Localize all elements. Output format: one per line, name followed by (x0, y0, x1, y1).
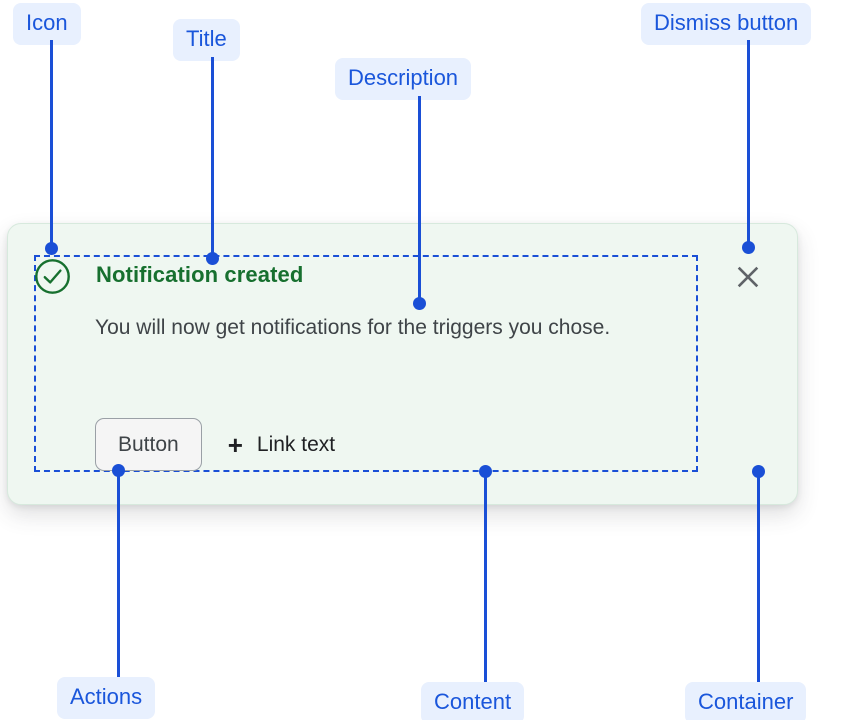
check-circle-icon (34, 258, 71, 295)
leader-line-dismiss (747, 40, 750, 247)
leader-dot-container (752, 465, 765, 478)
notification-primary-button[interactable]: Button (95, 418, 202, 471)
notification-link-label: Link text (256, 432, 336, 456)
dismiss-button[interactable] (731, 260, 765, 294)
notification-description: You will now get notifications for the t… (95, 316, 611, 339)
close-icon (737, 266, 759, 288)
plus-icon: + (227, 429, 243, 460)
leader-line-container (757, 471, 760, 682)
leader-dot-dismiss (742, 241, 755, 254)
leader-line-icon (50, 40, 53, 253)
notification-content-region (34, 255, 698, 472)
leader-line-title (211, 57, 214, 258)
leader-dot-description (413, 297, 426, 310)
notification-actions: Button + Link text (95, 418, 335, 471)
leader-dot-title (206, 252, 219, 265)
annotation-label-description: Description (335, 58, 472, 100)
annotation-label-title: Title (173, 19, 240, 61)
annotation-label-container: Container (685, 682, 807, 720)
annotation-label-actions: Actions (57, 677, 156, 719)
leader-dot-content (479, 465, 492, 478)
leader-dot-actions (112, 464, 125, 477)
annotation-label-icon: Icon (13, 3, 81, 45)
leader-line-description (418, 96, 421, 303)
notification-title: Notification created (96, 262, 304, 287)
leader-dot-icon (45, 242, 58, 255)
annotation-label-content: Content (421, 682, 525, 720)
leader-line-actions (117, 470, 120, 677)
leader-line-content (484, 471, 487, 682)
notification-link-action[interactable]: + Link text (228, 432, 335, 458)
annotation-label-dismiss-button: Dismiss button (641, 3, 812, 45)
